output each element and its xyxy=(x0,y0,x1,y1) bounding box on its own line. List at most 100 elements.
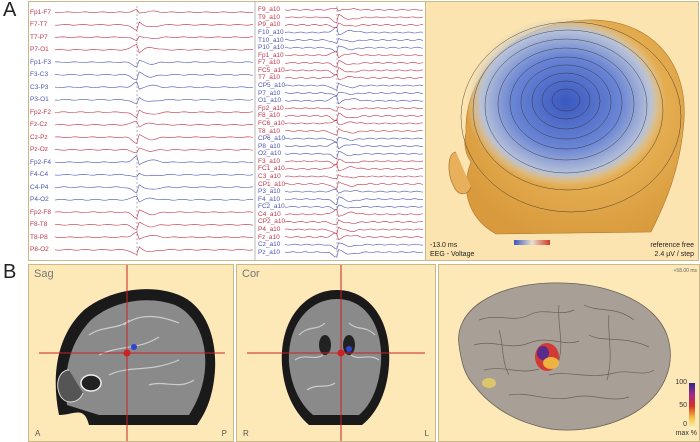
coronal-panel: Cor R L xyxy=(236,264,436,442)
sagittal-title: Sag xyxy=(34,268,54,280)
left-eeg-trace xyxy=(54,231,253,240)
head-topography xyxy=(448,17,685,245)
left-channel-label: Pz-Oz xyxy=(30,146,49,154)
right-eeg-trace xyxy=(284,242,424,250)
left-eeg-trace xyxy=(54,8,254,14)
surface-latency-label: +58.00 ms xyxy=(673,268,698,274)
right-eeg-trace xyxy=(284,128,424,136)
left-channel-label: Fp2-F2 xyxy=(30,108,51,116)
cbar-tick-50: 50 xyxy=(679,402,687,409)
right-channel-label: Fp1_a10 xyxy=(258,51,284,59)
right-channel-label: F8_a10 xyxy=(258,112,281,120)
left-eeg-trace xyxy=(54,71,254,81)
right-channel-label: Pz_a10 xyxy=(258,248,281,256)
right-channel-label: T9_a10 xyxy=(258,13,281,21)
left-eeg-trace xyxy=(54,109,254,119)
left-channel-label: P7-O1 xyxy=(30,46,49,54)
right-channel-label: F3_a10 xyxy=(258,157,281,165)
right-channel-label: O2_a10 xyxy=(258,150,282,158)
left-eeg-trace xyxy=(54,97,254,105)
left-channel-label: P4-O2 xyxy=(30,196,49,204)
cbar-tick-0: 0 xyxy=(683,421,687,428)
right-eeg-trace xyxy=(285,14,424,23)
left-channel-label: Fp1-F7 xyxy=(30,8,51,16)
right-eeg-trace xyxy=(284,219,424,226)
coronal-mri-image xyxy=(247,265,425,441)
left-eeg-trace xyxy=(54,172,254,178)
cbar-tick-100: 100 xyxy=(675,379,687,386)
right-eeg-trace xyxy=(284,51,424,59)
cbar-unit-label: max % xyxy=(675,430,697,437)
right-eeg-trace xyxy=(284,158,424,166)
right-eeg-trace xyxy=(284,38,424,44)
right-eeg-trace xyxy=(284,189,424,194)
left-eeg-trace xyxy=(55,21,254,31)
right-channel-label: P4_a10 xyxy=(258,225,281,233)
right-channel-label: T7_a10 xyxy=(258,74,281,82)
panel-a-letter: A xyxy=(3,0,17,21)
coronal-left-label: L xyxy=(424,429,429,438)
right-channel-label: T10_a10 xyxy=(258,36,284,44)
right-channel-label: P7_a10 xyxy=(258,89,281,97)
right-channel-label: CP6_a10 xyxy=(258,135,286,143)
left-channel-label: Cz-Pz xyxy=(30,133,48,141)
right-eeg-trace xyxy=(284,22,424,28)
cortical-surface-render xyxy=(458,282,695,431)
left-channel-label: C4-P4 xyxy=(30,183,49,191)
left-eeg-trace xyxy=(54,44,254,54)
right-eeg-trace xyxy=(284,7,424,12)
right-eeg-trace xyxy=(284,60,424,68)
right-eeg-trace xyxy=(284,82,424,91)
left-eeg-trace xyxy=(54,81,254,90)
topo-mode-label: EEG - Voltage xyxy=(430,251,475,258)
right-eeg-trace xyxy=(284,136,424,143)
coronal-right-label: R xyxy=(243,429,249,438)
right-channel-label: P3_a10 xyxy=(258,188,281,196)
right-eeg-trace xyxy=(284,196,424,206)
right-channel-label: Fp2_a10 xyxy=(258,104,284,112)
right-channel-label: FC2_a10 xyxy=(258,203,285,211)
left-eeg-trace xyxy=(54,184,254,194)
left-eeg-trace xyxy=(55,221,254,230)
right-channel-label: O1_a10 xyxy=(258,97,282,105)
right-channel-label: CP5_a10 xyxy=(258,82,286,90)
topo-reference-label: reference free xyxy=(650,242,694,249)
sagittal-panel: Sag A P xyxy=(28,264,234,442)
sagittal-posterior-label: P xyxy=(221,429,227,438)
right-eeg-trace xyxy=(285,181,424,190)
right-channel-label: C3_a10 xyxy=(258,172,281,180)
topo-time-label: -13.0 ms xyxy=(430,242,458,249)
left-channel-label: T8-P8 xyxy=(30,233,48,241)
right-eeg-trace xyxy=(284,141,423,150)
right-eeg-trace xyxy=(284,73,424,80)
left-eeg-trace xyxy=(54,59,254,68)
right-eeg-trace xyxy=(284,95,424,105)
right-channel-label: P9_a10 xyxy=(258,21,281,29)
right-eeg-trace xyxy=(284,163,424,172)
sagittal-anterior-label: A xyxy=(35,429,41,438)
right-eeg-trace xyxy=(284,26,424,36)
right-eeg-trace xyxy=(284,232,424,241)
left-channel-label: P8-O2 xyxy=(30,246,49,254)
right-eeg-trace xyxy=(284,91,424,97)
topography-panel: -13.0 ms EEG - Voltage reference free 2.… xyxy=(425,1,699,261)
left-eeg-trace xyxy=(54,246,254,255)
left-channel-label: Fz-Cz xyxy=(30,121,48,129)
right-eeg-trace xyxy=(284,249,424,258)
right-eeg-trace xyxy=(284,45,424,53)
right-eeg-trace xyxy=(284,67,424,76)
right-channel-label: FC6_a10 xyxy=(258,119,285,127)
left-channel-label: F4-C4 xyxy=(30,171,49,179)
panel-b-letter: B xyxy=(3,261,17,283)
left-channel-label: T7-P7 xyxy=(30,33,48,41)
left-eeg-trace xyxy=(54,155,254,166)
right-eeg-trace xyxy=(284,204,424,210)
right-channel-label: P8_a10 xyxy=(258,142,281,150)
left-channel-label: F3-C3 xyxy=(30,71,49,79)
right-channel-label: F4_a10 xyxy=(258,195,281,203)
left-eeg-trace xyxy=(54,147,254,154)
left-eeg-trace xyxy=(54,35,254,42)
right-channel-label: P10_a10 xyxy=(258,44,285,52)
right-channel-label: T8_a10 xyxy=(258,127,281,135)
